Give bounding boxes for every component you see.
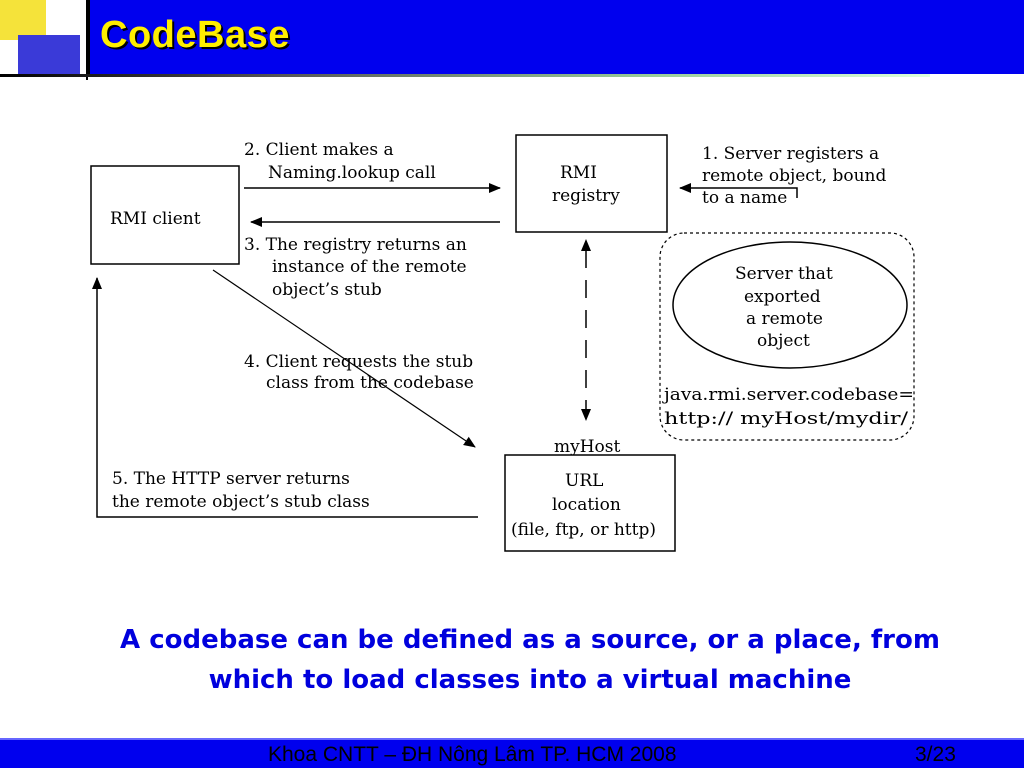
step4-line2: class from the codebase: [266, 373, 474, 393]
step5-arrow: [92, 277, 478, 518]
step4-line1: 4. Client requests the stub: [244, 352, 473, 372]
url-label-3: (file, ftp, or http): [511, 520, 656, 540]
rmi-registry-label-1: RMI: [560, 163, 597, 183]
title-bar: CodeBase: [88, 0, 1024, 74]
server-ellipse: [672, 241, 908, 369]
codebase-property-2: http:// myHost/mydir/: [664, 409, 908, 429]
codebase-property-1: java.rmi.server.codebase=: [662, 385, 914, 405]
url-label-1: URL: [565, 471, 603, 491]
server-label-2: exported: [744, 287, 821, 307]
url-label-2: location: [552, 495, 621, 515]
footer-bar: Khoa CNTT – ĐH Nông Lâm TP. HCM 2008 3/2…: [0, 738, 1024, 768]
decor-blue-square: [18, 35, 80, 75]
step5-line2: the remote object’s stub class: [112, 492, 370, 512]
server-label-1: Server that: [735, 264, 833, 284]
title-underline: [0, 74, 930, 77]
footer-text: Khoa CNTT – ĐH Nông Lâm TP. HCM 2008: [268, 743, 677, 766]
step3-line3: object’s stub: [272, 280, 382, 300]
step3-line1: 3. The registry returns an: [244, 235, 467, 255]
rmi-client-label: RMI client: [110, 209, 201, 229]
caption-line-2: which to load classes into a virtual mac…: [208, 665, 852, 695]
slide-title: CodeBase: [100, 14, 290, 56]
rmi-registry-box: [515, 134, 668, 233]
myhost-label: myHost: [554, 437, 621, 457]
step2-line2: Naming.lookup call: [268, 163, 436, 183]
step2-line1: 2. Client makes a: [244, 140, 394, 160]
caption-line-1: A codebase can be defined as a source, o…: [120, 625, 940, 655]
rmi-codebase-diagram: RMI client RMI registry URL location (fi…: [90, 134, 915, 552]
step1-arrow: [679, 183, 798, 198]
step3-line2: instance of the remote: [272, 257, 467, 277]
decor-yellow-square: [0, 0, 46, 40]
server-label-4: object: [757, 331, 810, 351]
title-divider-vertical: [86, 0, 88, 80]
step1-line1: 1. Server registers a: [702, 144, 879, 164]
server-label-3: a remote: [746, 309, 823, 329]
server-host-container: [659, 232, 915, 441]
slide-caption: A codebase can be defined as a source, o…: [30, 620, 1024, 700]
step4-arrow: [212, 269, 476, 448]
page-number: 3/23: [915, 743, 956, 766]
step1-line2: remote object, bound: [702, 166, 886, 186]
rmi-registry-label-2: registry: [552, 186, 620, 206]
rmi-client-box: [90, 165, 240, 265]
step1-line3: to a name: [702, 188, 787, 208]
url-location-box: [504, 454, 676, 552]
step5-line1: 5. The HTTP server returns: [112, 469, 350, 489]
